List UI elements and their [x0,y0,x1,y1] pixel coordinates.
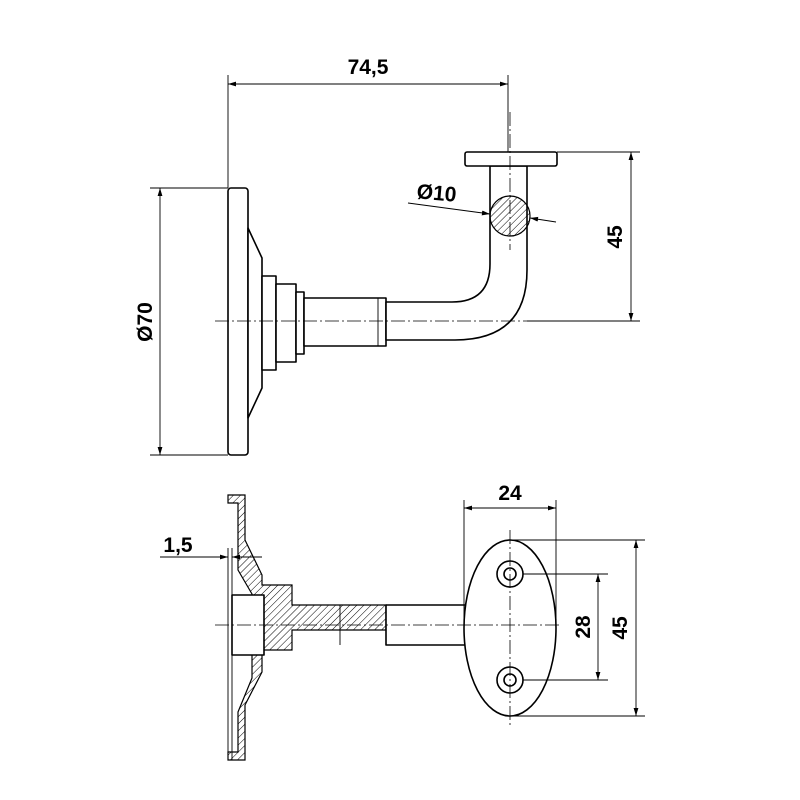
saddle-width-label: 24 [498,482,522,505]
hub-collar [261,275,277,371]
saddle-plate [464,151,558,167]
threaded-stem [303,297,387,347]
hub-neck [275,283,297,363]
hub-ring [295,291,305,355]
base-plate-section [227,494,387,761]
height-label: 45 [604,225,627,249]
base-plate [227,187,249,456]
saddle-height-label: 45 [609,616,632,640]
top-view-dimensions: 74,5 Ø70 Ø10 45 [134,56,640,456]
plate-thickness-label: 1,5 [163,534,193,557]
bottom-view-dimensions: 1,5 24 28 45 [160,482,645,760]
top-view [215,112,558,456]
rod-diameter-label: Ø10 [416,180,458,206]
hole-spacing-label: 28 [572,615,595,639]
bottom-view [215,494,560,761]
base-hub [247,227,263,419]
overall-length-label: 74,5 [348,56,389,79]
base-diameter-label: Ø70 [134,302,157,342]
